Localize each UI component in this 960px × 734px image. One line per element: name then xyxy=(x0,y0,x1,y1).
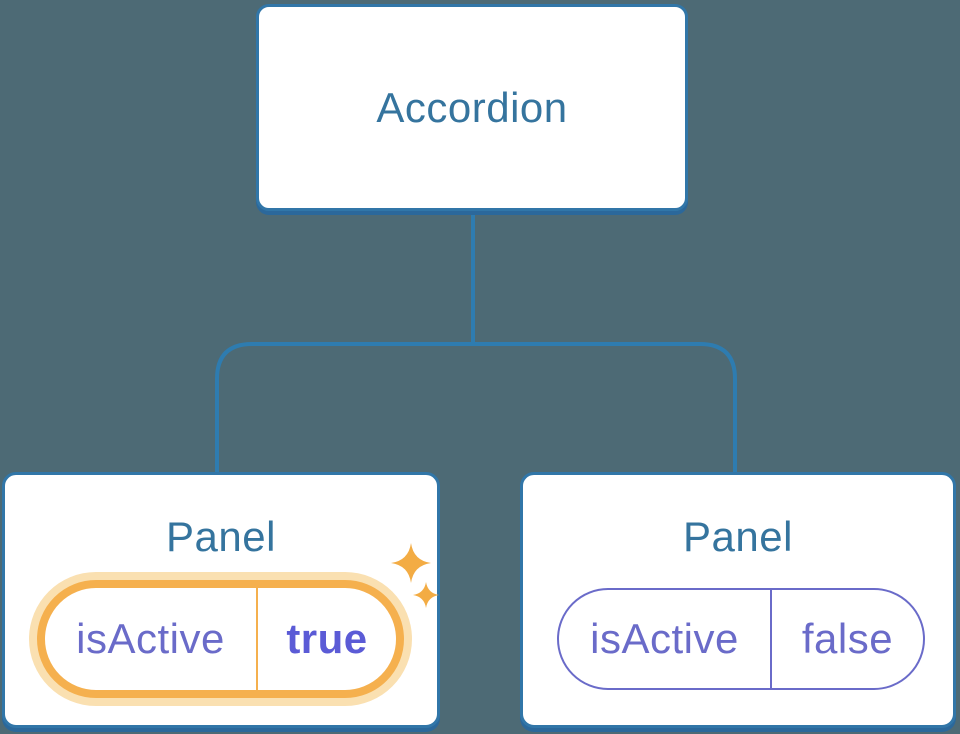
panel-node-active: Panel isActive true xyxy=(2,472,440,728)
panel-label: Panel xyxy=(683,513,793,560)
pill-divider xyxy=(770,590,772,688)
panel-node-inactive: Panel isActive false xyxy=(520,472,956,728)
connector-branch xyxy=(215,342,737,474)
accordion-node: Accordion xyxy=(256,4,688,211)
state-pill-inactive: isActive false xyxy=(557,588,925,690)
pill-divider xyxy=(256,588,258,690)
state-name: isActive xyxy=(590,615,739,662)
state-name: isActive xyxy=(76,615,225,662)
state-value: false xyxy=(801,615,894,662)
panel-label: Panel xyxy=(166,513,276,560)
sparkles-icon xyxy=(391,543,439,608)
state-value: true xyxy=(286,615,368,662)
state-pill-active: isActive true xyxy=(37,580,404,698)
accordion-label: Accordion xyxy=(376,83,568,131)
